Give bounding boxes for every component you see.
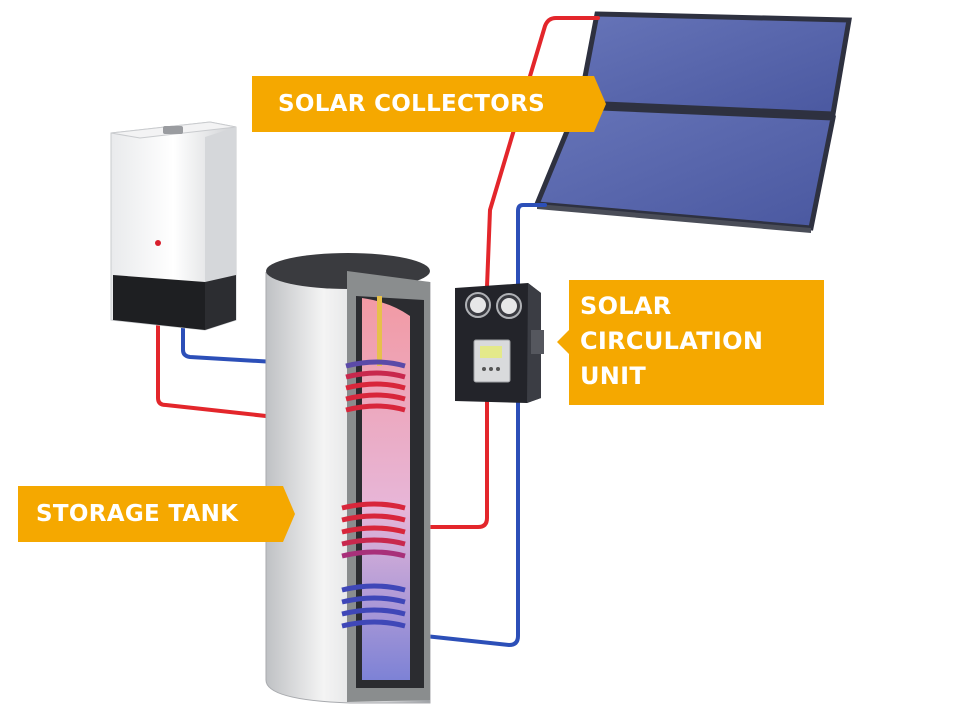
tank-sensor-rod	[377, 296, 382, 366]
solar-collectors-label: SOLAR COLLECTORS	[278, 91, 545, 117]
storage-tank-label: STORAGE TANK	[36, 501, 238, 527]
cold-return-pipe	[518, 205, 545, 287]
storage-tank-callout: STORAGE TANK	[18, 486, 295, 542]
solar-flow-pipe	[425, 400, 487, 527]
boiler-flue	[163, 126, 183, 134]
solar-circulation-unit-label-line2: CIRCULATION	[580, 327, 763, 355]
controller-display	[480, 346, 502, 358]
boiler	[111, 122, 236, 330]
boiler-return-pipe	[183, 326, 275, 362]
solar-circulation-unit-label-line1: SOLAR	[580, 292, 672, 320]
solar-circulation-unit-callout: SOLAR CIRCULATION UNIT	[557, 280, 824, 405]
boiler-pipes	[158, 326, 275, 417]
boiler-indicator-icon	[155, 240, 161, 246]
storage-tank	[266, 253, 430, 703]
boiler-flow-pipe	[158, 326, 275, 417]
solar-collectors-callout: SOLAR COLLECTORS	[252, 76, 606, 132]
solar-return-pipe	[425, 400, 518, 645]
tank-solar-pipes	[425, 400, 518, 645]
circulation-pump-unit	[455, 283, 544, 403]
solar-circulation-unit-label-line3: UNIT	[580, 362, 646, 390]
collector-panel-upper	[580, 14, 849, 114]
